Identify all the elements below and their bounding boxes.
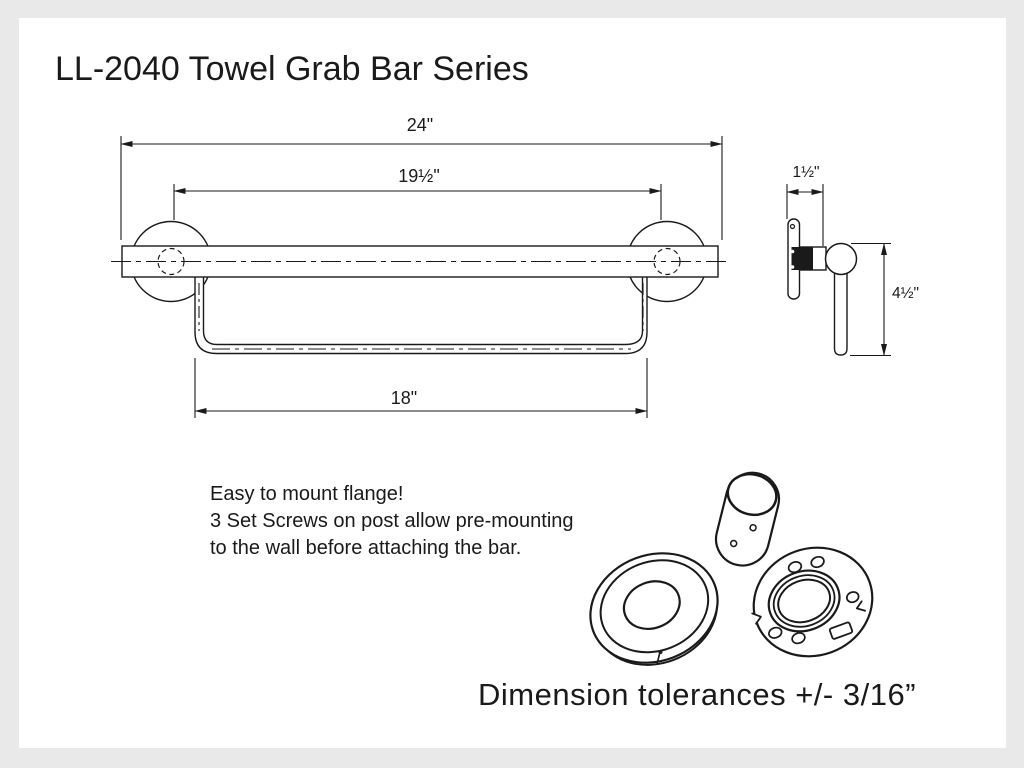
towel-arm-side <box>833 262 848 356</box>
flange-components-illustration <box>589 471 874 666</box>
plate-screw-hole-middle <box>790 249 795 254</box>
cover-set-screw-mark <box>656 651 661 665</box>
dim-19-label: 19½" <box>398 166 439 186</box>
left-post-hidden-circle <box>157 247 185 276</box>
cover-set-screw-dot <box>658 650 663 654</box>
right-post-hidden-circle <box>653 247 681 276</box>
mounting-note-line-1: Easy to mount flange! <box>210 483 404 505</box>
mounting-plate-part <box>751 546 874 658</box>
plate-screw-hole-top <box>789 223 796 230</box>
towel-bar-loop <box>194 275 648 355</box>
side-view-drawing: 1½" 4½" <box>786 164 919 357</box>
bar-section-circle <box>824 242 858 276</box>
dim-1h-label: 1½" <box>792 164 819 181</box>
dim-18-label: 18" <box>391 388 417 408</box>
mounting-note: Easy to mount flange! 3 Set Screws on po… <box>210 481 574 562</box>
mounting-note-line-3: to the wall before attaching the bar. <box>210 537 522 559</box>
page-title: LL-2040 Towel Grab Bar Series <box>55 50 529 88</box>
dim-4h-label: 4½" <box>892 285 919 302</box>
set-screw-collar <box>791 247 813 270</box>
dim-24-label: 24" <box>407 115 433 135</box>
post-sleeve-part <box>714 471 781 567</box>
front-view-drawing: 24" 19½" 18" <box>111 115 729 418</box>
plate-screw-hole-bottom <box>790 265 795 269</box>
tolerance-note: Dimension tolerances +/- 3/16” <box>478 677 917 712</box>
mounting-note-line-2: 3 Set Screws on post allow pre-mounting <box>210 510 574 532</box>
flange-cover-part <box>589 552 719 666</box>
